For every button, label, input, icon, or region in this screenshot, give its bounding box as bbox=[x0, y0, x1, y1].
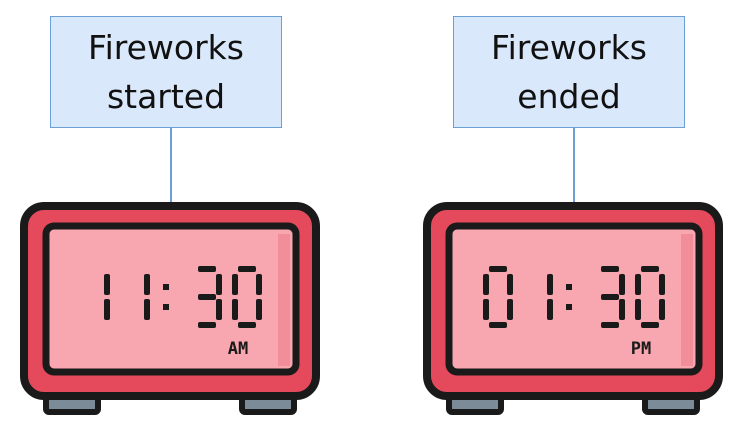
colon-dot bbox=[566, 284, 572, 290]
label-box-ended: Fireworks ended bbox=[453, 16, 685, 128]
digit-segment bbox=[489, 322, 507, 328]
screen-shade bbox=[681, 234, 693, 366]
digit-segment bbox=[619, 299, 625, 320]
clock-panel-ended: Fireworks ended PM bbox=[413, 0, 733, 428]
digit-segment bbox=[659, 274, 665, 295]
label-line-1: Fireworks bbox=[491, 28, 647, 67]
alarm-clock-icon: PM bbox=[423, 202, 723, 415]
digit-segment bbox=[601, 294, 619, 300]
digit-segment bbox=[635, 274, 641, 295]
digit-segment bbox=[198, 266, 216, 272]
digit-segment bbox=[619, 274, 625, 295]
label-box-started: Fireworks started bbox=[50, 16, 282, 128]
period-label: PM bbox=[631, 339, 651, 359]
digit-segment bbox=[601, 266, 619, 272]
colon-dot bbox=[163, 304, 169, 310]
colon-dot bbox=[566, 304, 572, 310]
label-line-2: started bbox=[106, 77, 226, 116]
digit-segment bbox=[238, 266, 256, 272]
digit-segment bbox=[232, 299, 238, 320]
digit-segment bbox=[144, 299, 150, 320]
label-line-2: ended bbox=[517, 77, 621, 116]
digit-segment bbox=[489, 266, 507, 272]
clock-screen bbox=[42, 222, 300, 376]
connector-line bbox=[170, 128, 172, 206]
digit-segment bbox=[104, 274, 110, 295]
digit-segment bbox=[507, 274, 513, 295]
digit-segment bbox=[547, 274, 553, 295]
colon-dot bbox=[163, 284, 169, 290]
digits bbox=[483, 266, 665, 328]
digit-segment bbox=[659, 299, 665, 320]
clock-screen bbox=[445, 222, 703, 376]
digit-segment bbox=[198, 322, 216, 328]
digit-segment bbox=[144, 274, 150, 295]
digit-segment bbox=[256, 299, 262, 320]
digit-segment bbox=[198, 294, 216, 300]
digit-segment bbox=[216, 299, 222, 320]
digit-segment bbox=[635, 299, 641, 320]
digit-segment bbox=[256, 274, 262, 295]
digit-segment bbox=[104, 299, 110, 320]
alarm-clock-icon: AM bbox=[20, 202, 320, 415]
digit-segment bbox=[216, 274, 222, 295]
digit-segment bbox=[641, 322, 659, 328]
clock-panel-started: Fireworks started AM bbox=[10, 0, 330, 428]
digit-segment bbox=[507, 299, 513, 320]
digits bbox=[104, 266, 262, 328]
label-line-1: Fireworks bbox=[88, 28, 244, 67]
period-label: AM bbox=[228, 339, 248, 359]
digit-segment bbox=[601, 322, 619, 328]
digit-segment bbox=[547, 299, 553, 320]
screen-shade bbox=[278, 234, 290, 366]
digit-segment bbox=[483, 299, 489, 320]
connector-line bbox=[573, 128, 575, 206]
digit-segment bbox=[483, 274, 489, 295]
digit-segment bbox=[232, 274, 238, 295]
digit-segment bbox=[641, 266, 659, 272]
digit-segment bbox=[238, 322, 256, 328]
